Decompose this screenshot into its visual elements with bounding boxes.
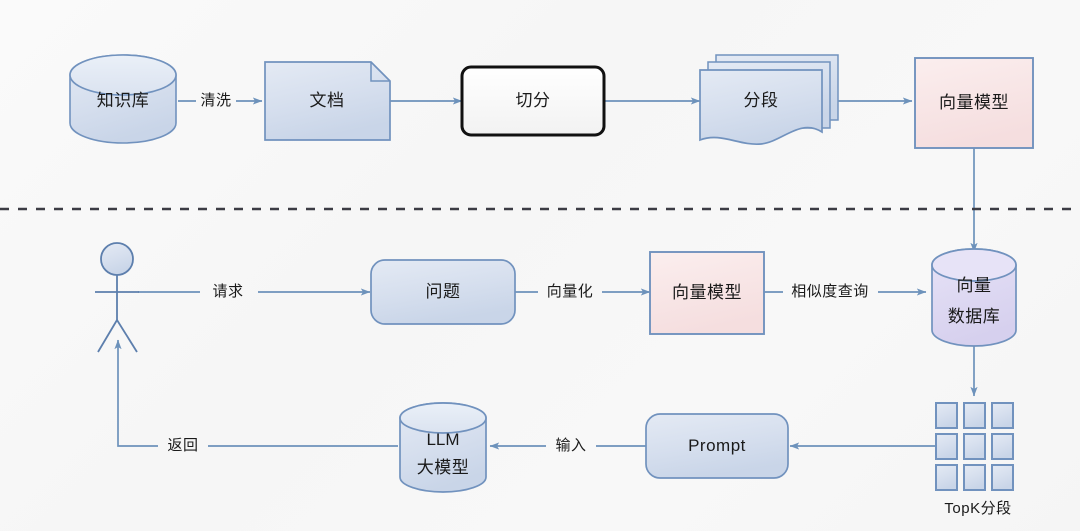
knowledge-base-cylinder	[69, 54, 177, 144]
edge-label-vectorize: 向量化	[546, 283, 594, 300]
edge-label-request: 请求	[212, 283, 244, 300]
edge-label-cleaning: 清洗	[200, 92, 232, 109]
edge-llm-to-actor-seg2	[114, 339, 158, 447]
edge-label-return: 返回	[167, 437, 199, 454]
user-actor	[95, 242, 139, 353]
vector-database-cylinder	[931, 248, 1017, 347]
edge-label-input: 输入	[555, 437, 587, 454]
embedding-model-top	[914, 57, 1034, 149]
edge-label-similarity-query: 相似度查询	[791, 283, 869, 300]
llm-cylinder	[399, 402, 487, 493]
topk-caption: TopK分段	[944, 500, 1012, 517]
prompt-node	[645, 413, 789, 479]
chunks-node	[699, 54, 839, 145]
question-node	[370, 259, 516, 325]
document-node	[264, 61, 391, 141]
embedding-model-bottom	[649, 251, 765, 335]
topk-chunks-grid	[935, 402, 1014, 491]
split-node	[460, 65, 606, 137]
